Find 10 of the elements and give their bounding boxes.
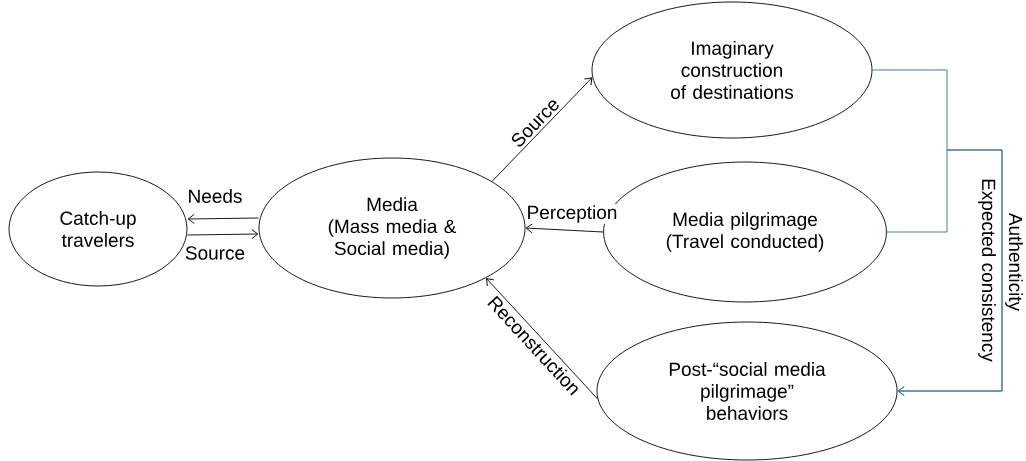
rotated-label: Expected consistency (978, 179, 996, 362)
arrow (525, 223, 604, 234)
arrow (486, 278, 598, 400)
rotated-label: Authenticity (1005, 212, 1023, 312)
edge-label: Perception (525, 204, 619, 224)
arrow (886, 149, 1003, 396)
arrow (491, 77, 593, 182)
arrow (187, 213, 259, 224)
edge-label: Needs (186, 188, 244, 204)
arrow (187, 229, 259, 240)
